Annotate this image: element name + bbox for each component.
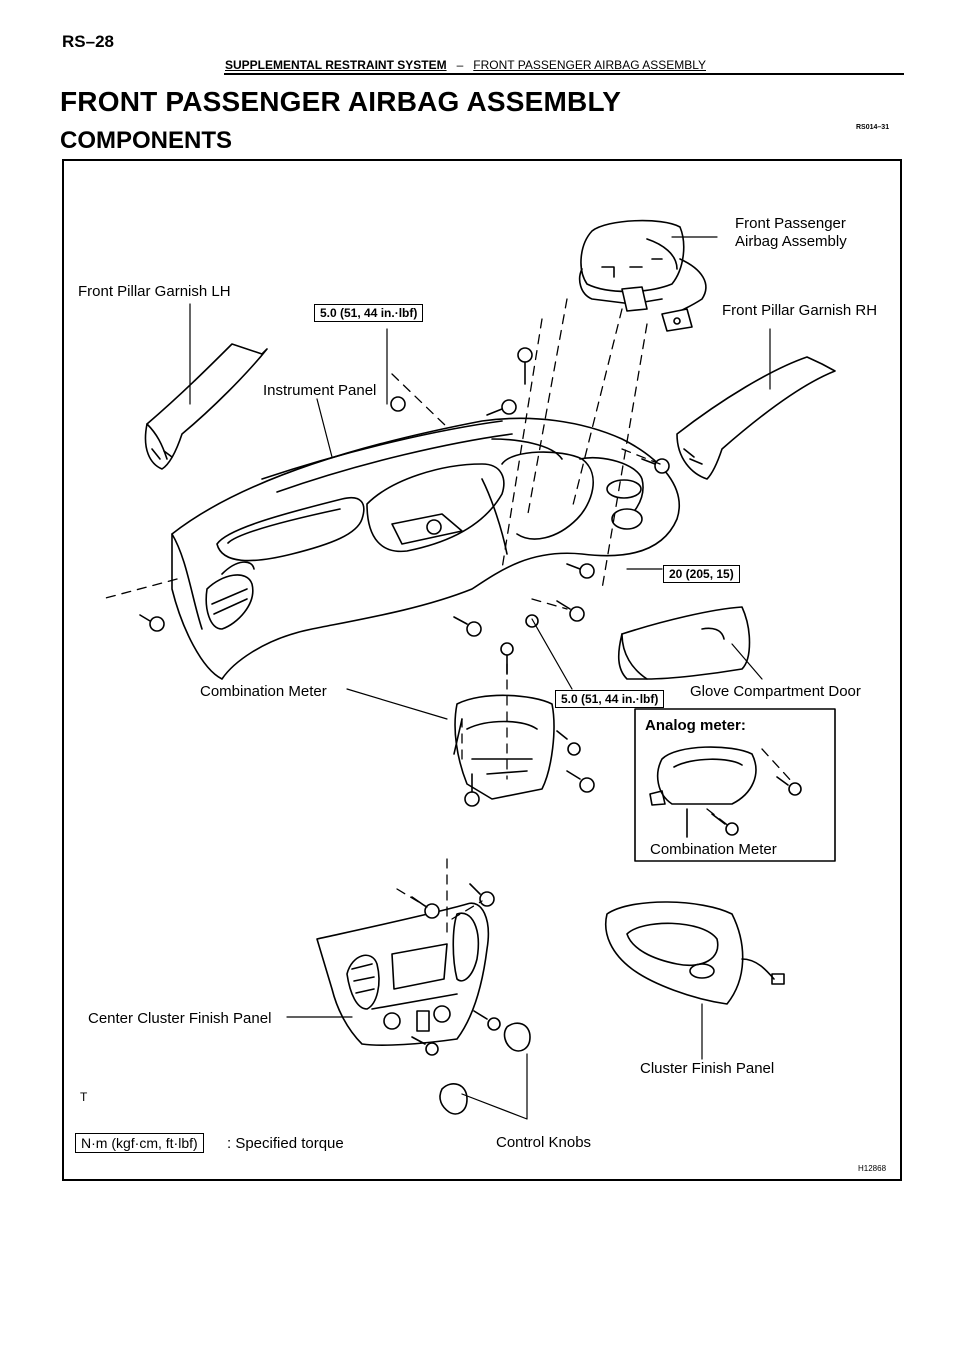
page-subtitle: COMPONENTS <box>60 127 233 154</box>
page-code: RS–28 <box>62 32 114 51</box>
header-dash: – <box>456 58 464 72</box>
combination-meter <box>453 694 555 800</box>
torque-spec-instrument-panel-right: 20 (205, 15) <box>663 565 740 583</box>
front-passenger-airbag-assembly <box>578 219 707 332</box>
label-cluster-finish-panel: Cluster Finish Panel <box>640 1060 775 1077</box>
label-instrument-panel: Instrument Panel <box>263 382 377 399</box>
torque-spec-instrument-panel-upper: 5.0 (51, 44 in.·lbf) <box>314 304 424 322</box>
front-pillar-garnish-lh <box>144 343 268 470</box>
label-front-pillar-garnish-lh: Front Pillar Garnish LH <box>78 283 231 300</box>
diagram-frame <box>62 159 902 1181</box>
header-system: SUPPLEMENTAL RESTRAINT SYSTEM <box>225 58 447 72</box>
torque-spec-instrument-panel-lower: 5.0 (51, 44 in.·lbf) <box>555 690 665 708</box>
label-glove-compartment-door: Glove Compartment Door <box>690 683 861 700</box>
label-analog-meter: Analog meter: <box>645 717 746 734</box>
analog-meter-drawing <box>649 746 757 838</box>
label-front-passenger-airbag-line2: Airbag Assembly <box>735 233 847 250</box>
running-header: SUPPLEMENTAL RESTRAINT SYSTEM–FRONT PASS… <box>225 58 706 72</box>
label-combination-meter-inset: Combination Meter <box>650 841 777 858</box>
drawing-code: H12868 <box>858 1164 887 1173</box>
stray-mark: T <box>80 1090 88 1104</box>
cluster-finish-panel <box>605 901 785 1005</box>
components-diagram <box>101 219 836 1120</box>
bolts <box>139 347 802 1056</box>
reference-code: RS014–31 <box>856 124 890 131</box>
label-front-pillar-garnish-rh: Front Pillar Garnish RH <box>722 302 878 319</box>
header-rule <box>224 73 904 75</box>
leader-lines <box>189 236 771 1120</box>
control-knobs <box>439 1022 531 1115</box>
legend-description: : Specified torque <box>227 1135 344 1152</box>
legend-unit-box: N·m (kgf·cm, ft·lbf) <box>75 1133 204 1153</box>
center-cluster-finish-panel <box>316 902 490 1046</box>
header-section: FRONT PASSENGER AIRBAG ASSEMBLY <box>473 58 706 72</box>
installation-dashed-lines <box>101 298 795 935</box>
label-front-passenger-airbag-line1: Front Passenger <box>735 215 846 232</box>
label-control-knobs: Control Knobs <box>496 1134 592 1151</box>
label-combination-meter: Combination Meter <box>200 683 327 700</box>
page-title: FRONT PASSENGER AIRBAG ASSEMBLY <box>60 86 622 117</box>
front-pillar-garnish-rh <box>676 356 836 480</box>
instrument-panel <box>171 417 680 680</box>
glove-compartment-door <box>617 606 751 680</box>
label-center-cluster-finish-panel: Center Cluster Finish Panel <box>88 1010 272 1027</box>
